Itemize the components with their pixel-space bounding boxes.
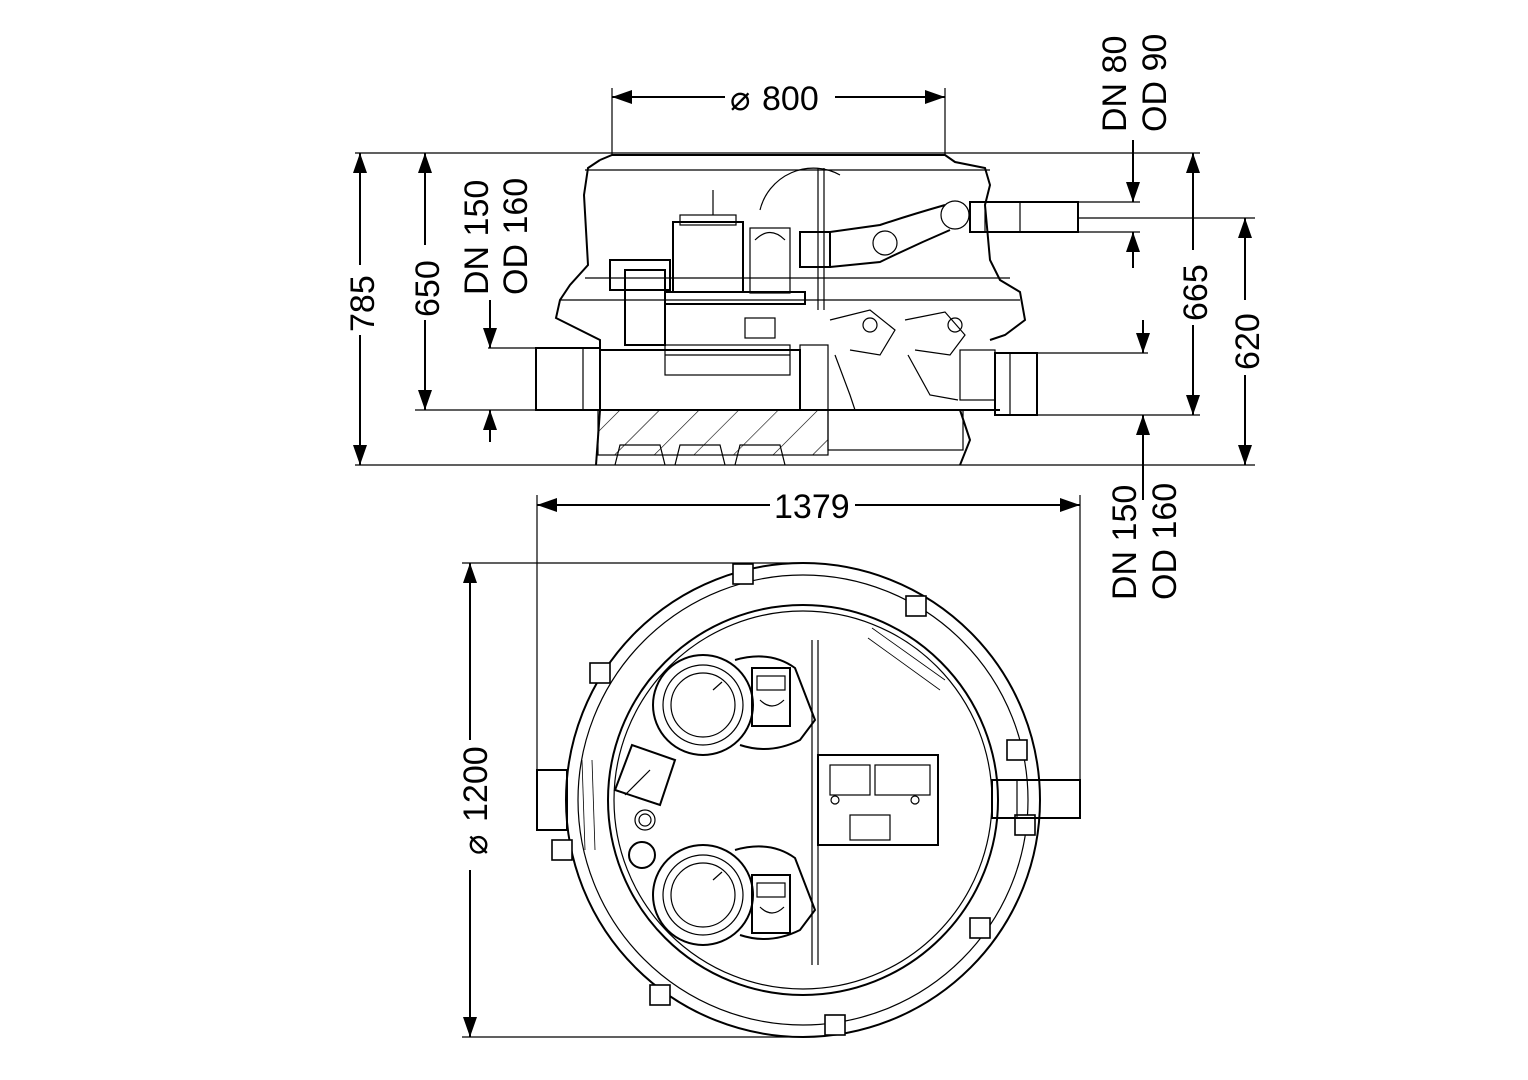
outer-ring	[565, 562, 1041, 1038]
dim-outlet-height-label: 665	[1177, 264, 1215, 321]
central-divider	[811, 640, 939, 965]
dim-right-inlet-height: 620	[1225, 218, 1267, 465]
diameter-symbol: ⌀	[730, 80, 750, 118]
dim-right-inlet-height-label: 620	[1229, 313, 1267, 370]
left-inlet-od: OD 160	[497, 178, 535, 295]
right-inlet-callout: DN 150 OD 160	[1106, 320, 1184, 600]
pump-unit	[609, 190, 829, 411]
top-view: 1379 ⌀ 1200	[457, 488, 1081, 1038]
lower-pump-head	[652, 844, 817, 946]
embossed-marks	[581, 627, 946, 851]
dim-width-label: 1379	[774, 488, 850, 526]
left-stub	[536, 769, 568, 831]
diameter-symbol-2: ⌀	[457, 835, 495, 855]
right-pipe-stub	[991, 779, 1081, 819]
discharge-pipe	[799, 200, 1079, 268]
side-view: ⌀ 800 785 650 DN 150 OD 160	[340, 34, 1267, 600]
tank-body	[554, 154, 1027, 466]
ring-lugs	[551, 563, 1036, 1036]
base-hatching	[597, 409, 829, 456]
left-inlet-pipe	[535, 347, 601, 411]
dim-diameter-label: 1200	[457, 746, 495, 822]
control-box	[613, 743, 677, 869]
dim-outlet-height: 665	[1173, 153, 1215, 415]
right-inlet-od: OD 160	[1146, 483, 1184, 600]
pressure-outlet-od: OD 90	[1136, 34, 1174, 132]
inner-opening	[607, 604, 999, 996]
pressure-outlet-callout: DN 80 OD 90	[1096, 34, 1174, 268]
right-inlet-dn: DN 150	[1106, 485, 1144, 600]
dim-diameter-1200: ⌀ 1200	[457, 562, 810, 1038]
dim-total-height-label: 785	[344, 275, 382, 332]
dim-inlet-height: 650	[405, 153, 488, 411]
pressure-outlet-dn: DN 80	[1096, 36, 1134, 132]
left-inlet-dn: DN 150	[458, 180, 496, 295]
dim-width-1379: 1379	[536, 488, 1081, 780]
right-inlet-assembly	[829, 309, 1038, 416]
dim-top-diameter-label: 800	[762, 80, 819, 118]
dim-diameter-800: ⌀ 800	[611, 80, 946, 155]
dim-inlet-height-label: 650	[409, 260, 447, 317]
left-inlet-callout: DN 150 OD 160	[458, 178, 535, 442]
upper-pump-head	[652, 654, 817, 756]
dim-total-height: 785	[340, 153, 382, 465]
